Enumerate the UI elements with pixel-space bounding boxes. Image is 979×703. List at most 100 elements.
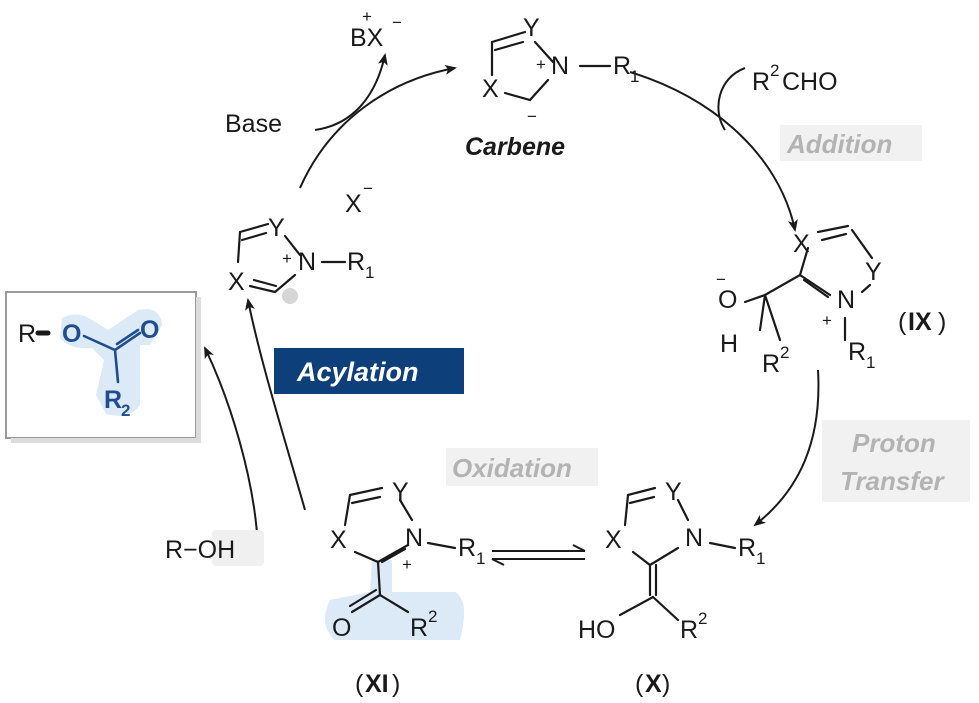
bond-line	[115, 328, 140, 346]
atom-label: R	[762, 350, 780, 378]
atom-label: R	[613, 52, 631, 80]
bond-line	[533, 40, 555, 64]
xi-highlight	[325, 560, 464, 640]
bond-line	[631, 546, 680, 567]
step-addition: Addition	[786, 129, 892, 159]
bond-line	[350, 593, 382, 614]
bond-line	[113, 348, 120, 384]
bond-line	[426, 541, 457, 550]
bond-line	[860, 283, 872, 294]
atom-label: Y	[268, 214, 285, 242]
atom-label: X	[330, 526, 347, 554]
atom-label: −	[363, 179, 373, 198]
bond-line	[758, 293, 767, 332]
atom-label: 2	[770, 61, 779, 80]
atom-label: R	[410, 614, 428, 642]
atom-label: +	[536, 55, 546, 74]
atom-label: −	[527, 107, 537, 126]
atom-label: R	[848, 338, 866, 366]
bond-line	[5, 291, 197, 439]
bond-line	[378, 593, 410, 614]
bond-line	[816, 224, 850, 234]
atom-label: X	[793, 230, 810, 258]
bond-line	[350, 495, 382, 505]
bond-line	[398, 498, 414, 522]
azolium-salt: Y X + N R 1 X −	[228, 179, 374, 304]
ester-product-box: R O O R 2	[5, 291, 201, 443]
bond-line	[618, 595, 655, 617]
carbene-structure: Y X + N R 1 − Carbene	[465, 14, 639, 161]
atom-label: N	[685, 524, 703, 552]
atom-label: Base	[225, 110, 282, 138]
acylation-box	[274, 348, 464, 394]
bond-line	[628, 495, 656, 505]
atom-label: X	[645, 670, 662, 698]
arrow-base-bx	[314, 53, 388, 131]
bond-line	[651, 595, 680, 622]
bond-line	[820, 232, 848, 242]
bond-line	[503, 78, 550, 102]
bond-line	[802, 278, 830, 299]
oxidation-bg	[446, 448, 598, 486]
bond-line	[11, 438, 201, 443]
bond-line	[850, 228, 874, 260]
carbene-label: Carbene	[465, 133, 565, 161]
atom-label: R	[680, 616, 698, 644]
atom-label: 1	[476, 549, 485, 568]
arrow-roh-release	[204, 346, 259, 549]
bond-line	[376, 560, 382, 597]
atom-label: 2	[121, 401, 130, 420]
bond-line	[238, 222, 270, 234]
label-ix-close: )	[938, 308, 946, 336]
atom-label: BX	[350, 24, 384, 52]
arrow-aldehyde-in	[717, 67, 746, 131]
label-ix-open: (	[898, 308, 907, 336]
atom-label: N	[837, 286, 855, 314]
atom-label: 1	[630, 67, 639, 86]
reagent-roh: R−OH	[165, 536, 235, 564]
atom-label: Y	[392, 478, 409, 506]
atom-label: −	[716, 270, 726, 289]
label-xi-close: )	[392, 670, 400, 698]
atom-label: 1	[365, 263, 374, 282]
bond-line	[283, 234, 302, 257]
atom-label: R	[458, 534, 476, 562]
atom-label: Y	[865, 258, 882, 286]
atom-label: O	[62, 320, 81, 348]
atom-label: N	[298, 248, 316, 276]
atom-label: HO	[578, 616, 616, 644]
atom-label: 1	[756, 549, 765, 568]
bond-line	[493, 40, 525, 52]
arrow-ix-to-x	[753, 369, 820, 527]
atom-label: X	[605, 526, 622, 554]
intermediate-ix: X Y N + O − H R 2 R 1 ( IX )	[716, 224, 946, 378]
atom-label: 1	[866, 353, 875, 372]
atom-label: +	[822, 311, 832, 330]
atom-label: X	[345, 190, 362, 218]
bond-line	[248, 273, 297, 294]
bond-line	[348, 588, 378, 608]
atom-label: R	[104, 386, 122, 414]
atom-label: +	[362, 7, 372, 26]
step-oxidation: Oxidation	[452, 453, 572, 483]
bond-line	[623, 493, 630, 527]
atom-label: R	[18, 320, 36, 348]
arrow-carbene-to-ix	[629, 71, 798, 232]
bond-line	[343, 493, 352, 527]
c2-highlight	[282, 288, 298, 304]
atom-label: O	[332, 614, 351, 642]
intermediate-xi: Y X N + R 1 O R 2 ( XI )	[325, 478, 485, 698]
atom-label: Y	[523, 14, 540, 42]
atom-label: X	[228, 268, 245, 296]
step-acylation: Acylation	[296, 357, 419, 387]
atom-label: IX	[908, 308, 932, 336]
arrow-acyl-to-carbene	[299, 64, 457, 189]
label-x-open: (	[635, 670, 644, 698]
atom-label: N	[405, 524, 423, 552]
atom-label: R	[752, 68, 770, 96]
arrow-xi-to-acyl	[245, 298, 306, 511]
addition-bg	[780, 125, 922, 161]
bond-line	[196, 297, 201, 443]
bond-line	[252, 278, 278, 288]
